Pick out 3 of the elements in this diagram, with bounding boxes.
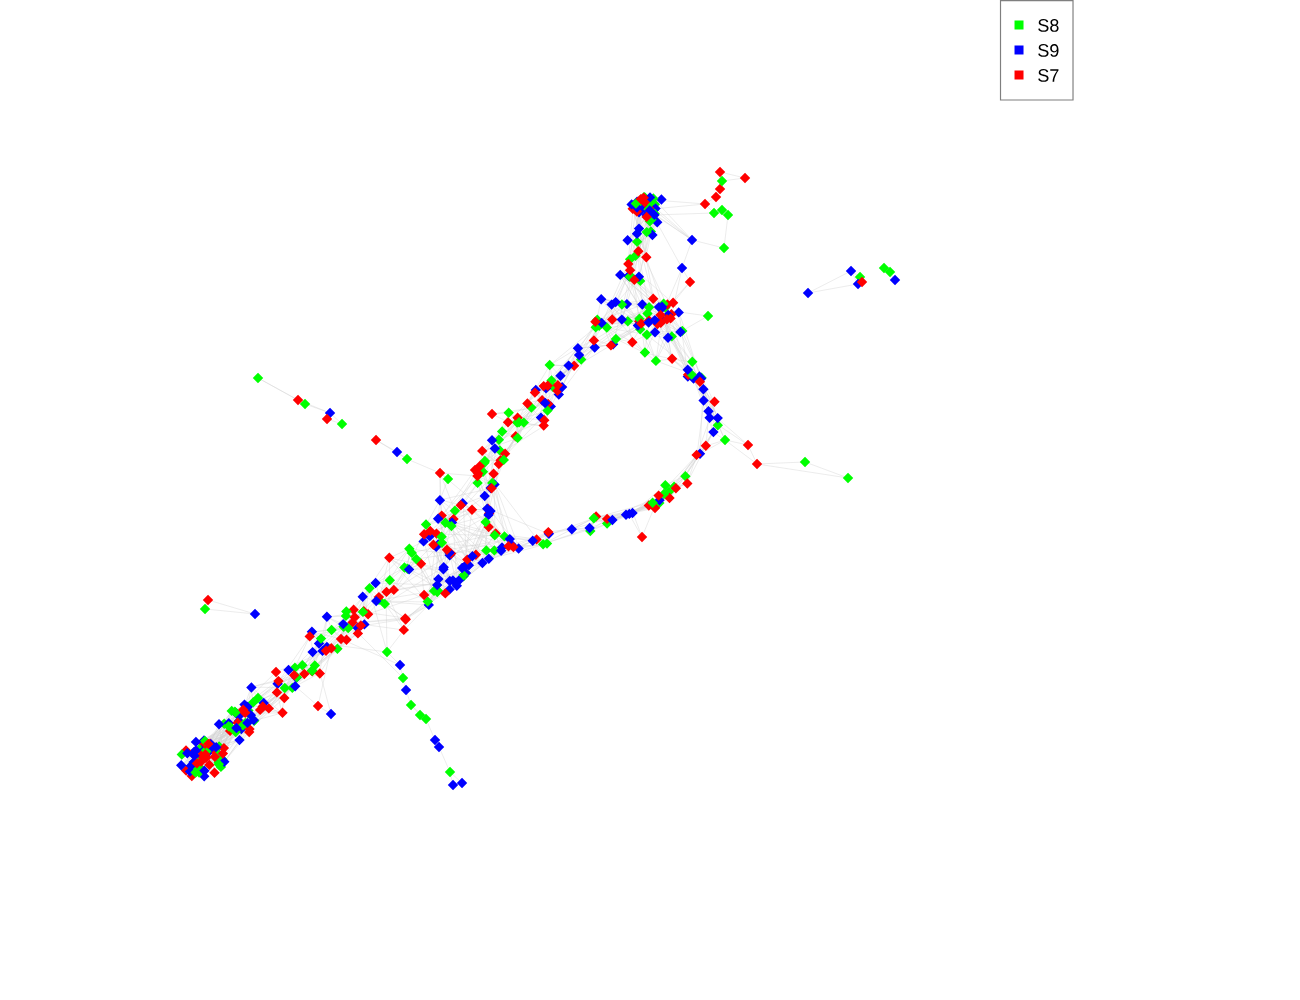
- legend-label: S9: [1038, 44, 1059, 57]
- legend-label: S7: [1038, 69, 1059, 82]
- legend-label: S8: [1038, 19, 1059, 32]
